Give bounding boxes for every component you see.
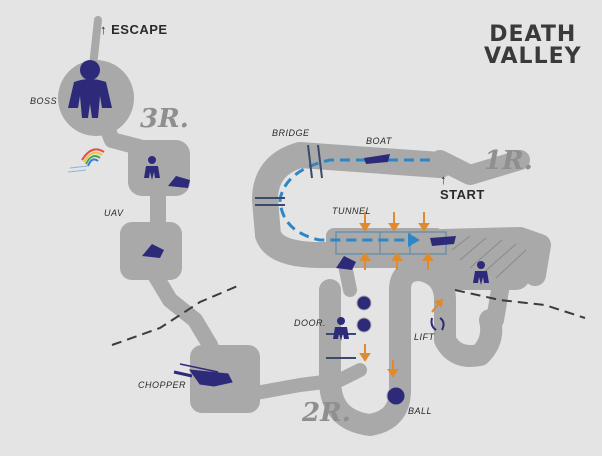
ball-label: BALL xyxy=(408,406,433,416)
up-arrow-icon: ↑ xyxy=(440,172,447,187)
escape-marker: ↑ ESCAPE xyxy=(100,22,168,37)
lift-label: LIFT xyxy=(414,332,435,342)
helicopter-icon xyxy=(173,363,233,387)
bridge-label: BRIDGE xyxy=(272,128,310,138)
boat-icon xyxy=(430,236,456,246)
start-marker: ↑ START xyxy=(440,172,485,202)
room-label-3r: 3R. xyxy=(140,104,189,134)
hazard-arrows xyxy=(359,212,444,378)
tank-icon xyxy=(336,256,356,270)
flow-arrow xyxy=(278,158,430,242)
boundary-lines xyxy=(111,284,586,346)
room-label-2r: 2R. xyxy=(302,398,351,428)
corridors xyxy=(88,16,551,436)
boss-figure-icon xyxy=(68,60,112,118)
map-title: DEATH VALLEY xyxy=(484,24,582,68)
uav-icon xyxy=(142,244,164,258)
start-label: START xyxy=(440,187,485,202)
door-label: DOOR. xyxy=(294,318,327,328)
soldier-icon xyxy=(473,261,489,285)
escape-label: ESCAPE xyxy=(111,22,168,37)
chopper-label: CHOPPER xyxy=(138,380,187,390)
boat-icon xyxy=(364,154,390,164)
uav-label: UAV xyxy=(104,208,124,218)
boat-label: BOAT xyxy=(366,136,392,146)
rainbow-icon xyxy=(67,148,105,173)
soldier-icon xyxy=(144,156,160,180)
ball-icon xyxy=(356,295,406,406)
boss-label: BOSS xyxy=(30,96,58,106)
tunnel-label: TUNNEL xyxy=(332,206,372,216)
room-hatch xyxy=(451,235,527,279)
up-arrow-icon: ↑ xyxy=(100,22,107,37)
title-line-1: DEATH xyxy=(489,22,577,47)
room-label-1r: 1R. xyxy=(484,146,533,176)
tank-icon xyxy=(168,176,190,188)
soldier-icon xyxy=(333,317,349,341)
title-line-2: VALLEY xyxy=(484,44,582,69)
flow-arrowhead xyxy=(408,233,420,247)
lift-icon xyxy=(430,317,445,331)
